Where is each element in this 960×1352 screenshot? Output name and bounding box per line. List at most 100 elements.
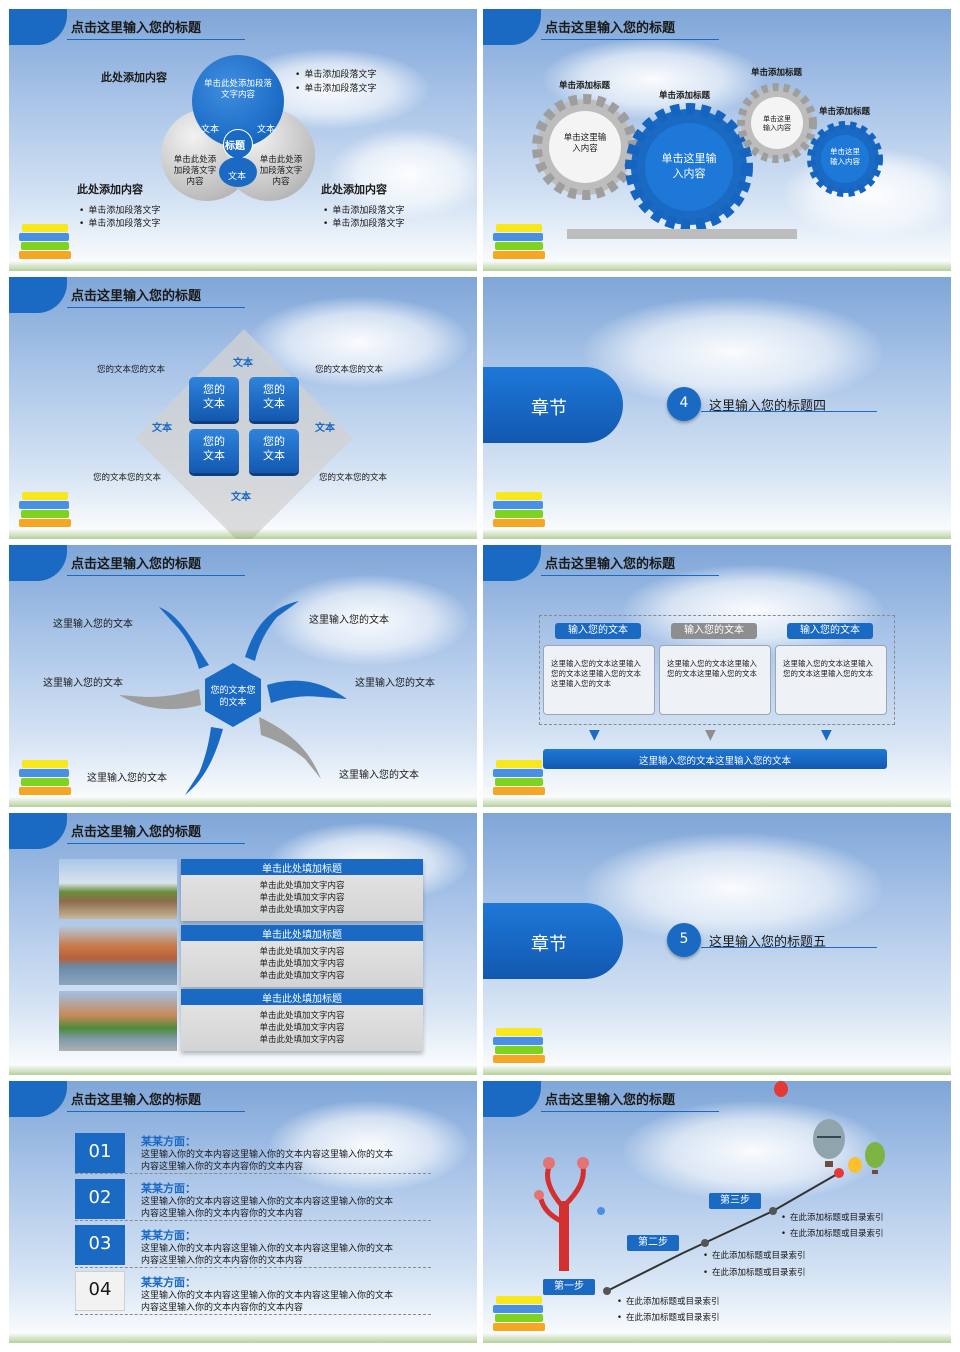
tile-2-text[interactable]: 您的文本 <box>263 383 285 410</box>
item-2-line-1[interactable]: 这里输入你的文本内容这里输入你的文本内容这里输入你的文本 <box>141 1197 394 1207</box>
item-4-number[interactable]: 04 <box>88 1279 112 1300</box>
heading-top-left[interactable]: 此处添加内容 <box>101 71 167 84</box>
chapter-label[interactable]: 章节 <box>531 934 567 955</box>
row-3-heading[interactable]: 单击此处填加标题 <box>262 994 342 1005</box>
card-1-body[interactable]: 这里输入您的文本这里输入您的文本这里输入您的文本这里输入您的文本 <box>551 659 641 688</box>
venn-right-text[interactable]: 单击此处添加段落文字内容 <box>259 155 303 187</box>
gear-text-3[interactable]: 单击这里输入内容 <box>763 115 791 132</box>
slide-1[interactable]: 点击这里输入您的标题 此处添加内容 单击添加段落文字 单击添加段落文字 单击此处… <box>9 9 477 271</box>
gear-label-2[interactable]: 单击添加标题 <box>659 91 711 101</box>
chapter-banner[interactable] <box>483 903 623 979</box>
chapter-number-circle[interactable] <box>667 387 701 421</box>
row-3-line-1[interactable]: 单击此处填加文字内容 <box>259 1011 345 1021</box>
label-bottom-left[interactable]: 这里输入您的文本 <box>87 773 167 784</box>
tile-3-text[interactable]: 您的文本 <box>203 435 225 462</box>
side-right-text[interactable]: 文本 <box>315 423 335 434</box>
item-1-line-2[interactable]: 内容这里输入你的文本内容你的文本内容 <box>141 1162 304 1172</box>
slide-title[interactable]: 点击这里输入您的标题 <box>545 557 676 572</box>
slide-4[interactable]: 章节 4 这里输入您的标题四 <box>483 277 951 539</box>
item-1-number[interactable]: 01 <box>88 1141 112 1162</box>
chapter-number[interactable]: 5 <box>679 931 689 947</box>
gear-label-3[interactable]: 单击添加标题 <box>751 68 803 78</box>
chapter-banner[interactable] <box>483 367 623 443</box>
item-3-number-box[interactable] <box>75 1225 125 1265</box>
venn-text-a[interactable]: 文本 <box>201 125 220 135</box>
row-1-line-1[interactable]: 单击此处填加文字内容 <box>259 881 345 891</box>
step-3-label[interactable]: 第三步 <box>709 1193 761 1209</box>
tile-1[interactable] <box>189 377 239 421</box>
bullet-top-2[interactable]: 单击添加段落文字 <box>295 81 376 94</box>
row-2-line-2[interactable]: 单击此处填加文字内容 <box>259 959 345 969</box>
label-top-right[interactable]: 这里输入您的文本 <box>309 615 389 626</box>
step-1-label[interactable]: 第一步 <box>543 1279 595 1295</box>
item-3-line-1[interactable]: 这里输入你的文本内容这里输入你的文本内容这里输入你的文本 <box>141 1244 394 1254</box>
item-1-line-1[interactable]: 这里输入你的文本内容这里输入你的文本内容这里输入你的文本 <box>141 1150 394 1160</box>
tile-3[interactable] <box>189 429 239 473</box>
tile-1-text[interactable]: 您的文本 <box>203 383 225 410</box>
row-3-line-2[interactable]: 单击此处填加文字内容 <box>259 1023 345 1033</box>
slide-title[interactable]: 点击这里输入您的标题 <box>71 1093 202 1108</box>
item-3-heading[interactable]: 某某方面： <box>141 1229 196 1242</box>
bullet-left-1[interactable]: 单击添加段落文字 <box>79 203 160 216</box>
row-3-line-3[interactable]: 单击此处填加文字内容 <box>259 1035 345 1045</box>
venn-center-title[interactable]: 标题 <box>225 141 245 152</box>
venn-text-b[interactable]: 文本 <box>257 125 276 135</box>
card-1-tag[interactable]: 输入您的文本 <box>555 623 641 639</box>
step-1-note-1[interactable]: 在此添加标题或目录索引 <box>617 1295 720 1307</box>
gear-text-4[interactable]: 单击这里输入内容 <box>830 147 860 166</box>
tile-4[interactable] <box>249 429 299 473</box>
row-1-line-2[interactable]: 单击此处填加文字内容 <box>259 893 345 903</box>
item-4-line-1[interactable]: 这里输入你的文本内容这里输入你的文本内容这里输入你的文本 <box>141 1291 394 1301</box>
slide-title[interactable]: 点击这里输入您的标题 <box>71 21 202 36</box>
slide-6[interactable]: 点击这里输入您的标题 输入您的文本 输入您的文本 输入您的文本 这里输入您的文本… <box>483 545 951 807</box>
label-mid-right[interactable]: 这里输入您的文本 <box>355 678 435 689</box>
item-2-number-box[interactable] <box>75 1179 125 1219</box>
card-1[interactable] <box>543 645 655 715</box>
item-2-number[interactable]: 02 <box>88 1187 112 1208</box>
bottom-bar[interactable] <box>543 749 887 769</box>
row-2-heading[interactable]: 单击此处填加标题 <box>262 930 342 941</box>
side-left-text[interactable]: 文本 <box>152 423 172 434</box>
slide-8[interactable]: 章节 5 这里输入您的标题五 <box>483 813 951 1075</box>
slide-title[interactable]: 点击这里输入您的标题 <box>71 289 202 304</box>
bullet-left-2[interactable]: 单击添加段落文字 <box>79 216 160 229</box>
step-2-note-1[interactable]: 在此添加标题或目录索引 <box>703 1249 806 1261</box>
slide-9[interactable]: 点击这里输入您的标题 01 某某方面： 这里输入你的文本内容这里输入你的文本内容… <box>9 1081 477 1343</box>
item-4-number-box[interactable] <box>75 1271 125 1311</box>
slide-title[interactable]: 点击这里输入您的标题 <box>545 1093 676 1108</box>
venn-top-text[interactable]: 单击此处添加段落文字内容 <box>204 79 273 100</box>
label-bottom-right[interactable]: 这里输入您的文本 <box>339 770 419 781</box>
tile-4-text[interactable]: 您的文本 <box>263 435 285 462</box>
chapter-heading[interactable]: 这里输入您的标题四 <box>709 399 827 414</box>
item-3-number[interactable]: 03 <box>88 1233 112 1254</box>
bullet-right-2[interactable]: 单击添加段落文字 <box>323 216 404 229</box>
bottom-bar-text[interactable]: 这里输入您的文本这里输入您的文本 <box>638 756 791 767</box>
card-2-tag[interactable]: 输入您的文本 <box>671 623 757 639</box>
card-2[interactable] <box>659 645 771 715</box>
venn-text-c[interactable]: 文本 <box>228 172 247 182</box>
card-2-body[interactable]: 这里输入您的文本这里输入您的文本这里输入您的文本 <box>667 659 757 678</box>
corner-top-right-text[interactable]: 您的文本您的文本 <box>315 365 384 375</box>
item-3-line-2[interactable]: 内容这里输入你的文本内容你的文本内容 <box>141 1256 304 1266</box>
item-1-heading[interactable]: 某某方面： <box>141 1135 196 1148</box>
venn-left-text[interactable]: 单击此处添加段落文字内容 <box>173 155 217 187</box>
slide-title[interactable]: 点击这里输入您的标题 <box>71 557 202 572</box>
row-1-line-3[interactable]: 单击此处填加文字内容 <box>259 905 345 915</box>
corner-bottom-right-text[interactable]: 您的文本您的文本 <box>319 473 388 483</box>
bullet-top-1[interactable]: 单击添加段落文字 <box>295 67 376 80</box>
item-2-line-2[interactable]: 内容这里输入你的文本内容你的文本内容 <box>141 1209 304 1219</box>
chapter-heading[interactable]: 这里输入您的标题五 <box>709 935 827 950</box>
row-1-heading[interactable]: 单击此处填加标题 <box>262 864 342 875</box>
chapter-number-circle[interactable] <box>667 923 701 957</box>
corner-bottom-left-text[interactable]: 您的文本您的文本 <box>93 473 162 483</box>
slide-title[interactable]: 点击这里输入您的标题 <box>71 825 202 840</box>
item-4-line-2[interactable]: 内容这里输入你的文本内容你的文本内容 <box>141 1303 304 1313</box>
slide-7[interactable]: 点击这里输入您的标题 单击此处填加标题 单击此处填加文字内容 单击此处填加文字内… <box>9 813 477 1075</box>
label-top-left[interactable]: 这里输入您的文本 <box>53 619 133 630</box>
gear-label-1[interactable]: 单击添加标题 <box>559 81 611 91</box>
pinwheel-center-text[interactable]: 您的文本您的文本 <box>210 686 256 708</box>
slide-3[interactable]: 点击这里输入您的标题 您的文本您的文本 您的文本您的文本 您的文本您的文本 您的… <box>9 277 477 539</box>
row-2-line-3[interactable]: 单击此处填加文字内容 <box>259 971 345 981</box>
corner-top-left-text[interactable]: 您的文本您的文本 <box>97 365 166 375</box>
card-3-body[interactable]: 这里输入您的文本这里输入您的文本这里输入您的文本 <box>783 659 873 678</box>
